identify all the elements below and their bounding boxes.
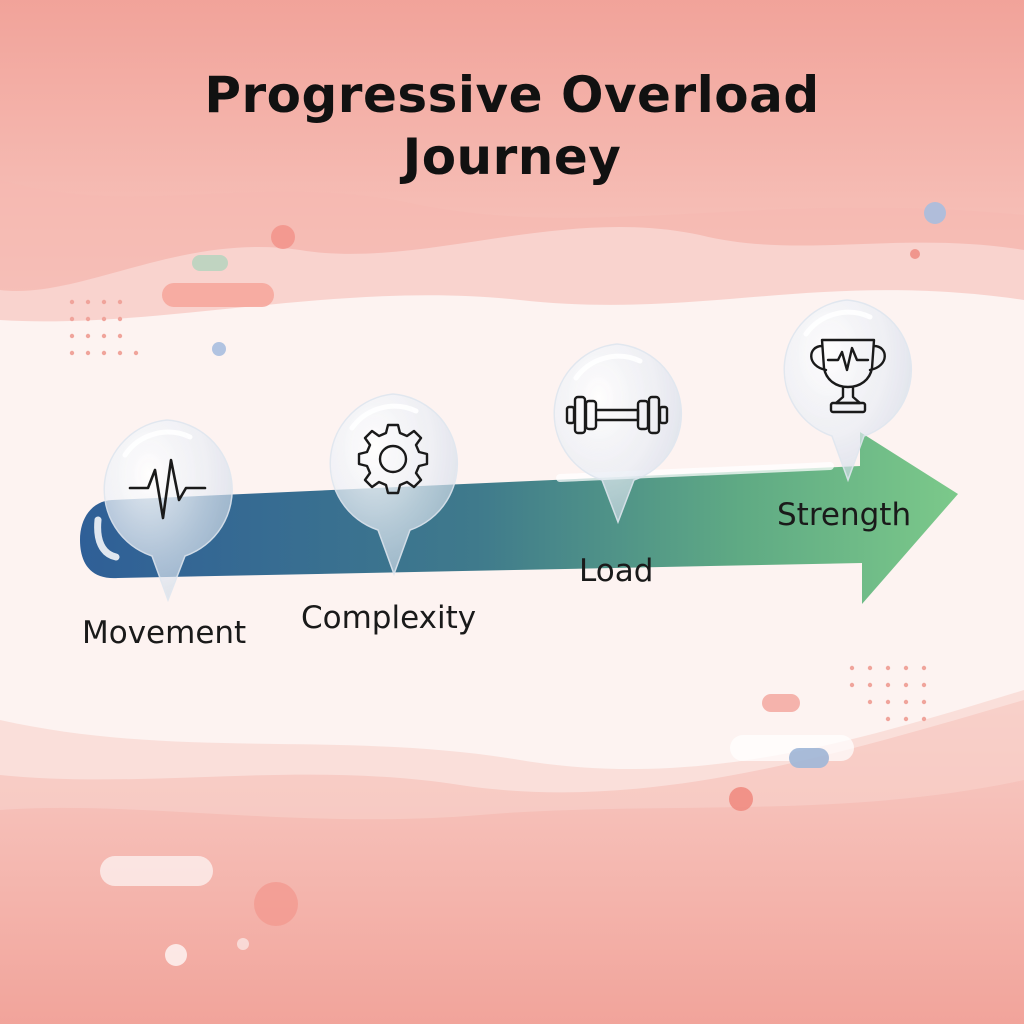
step-bubble-strength bbox=[783, 299, 913, 483]
gear-icon bbox=[357, 423, 429, 495]
step-bubble-movement bbox=[103, 419, 233, 603]
title-line-2: Journey bbox=[402, 128, 622, 186]
dumbbell-icon bbox=[565, 395, 669, 435]
title-line-1: Progressive Overload bbox=[204, 66, 820, 124]
step-bubble-load bbox=[553, 343, 683, 525]
step-bubble-complexity bbox=[329, 393, 459, 577]
decorative-accents bbox=[100, 202, 946, 966]
step-label-movement: Movement bbox=[82, 615, 247, 651]
step-label-strength: Strength bbox=[777, 497, 912, 533]
step-label-load: Load bbox=[579, 553, 654, 589]
step-label-complexity: Complexity bbox=[301, 600, 477, 636]
dot-grid-left bbox=[69, 299, 139, 356]
heartbeat-pulse-icon bbox=[128, 458, 207, 520]
trophy-heartbeat-icon bbox=[810, 338, 886, 414]
page-title: Progressive Overload Journey bbox=[112, 64, 912, 188]
dot-grid-right bbox=[849, 665, 927, 722]
